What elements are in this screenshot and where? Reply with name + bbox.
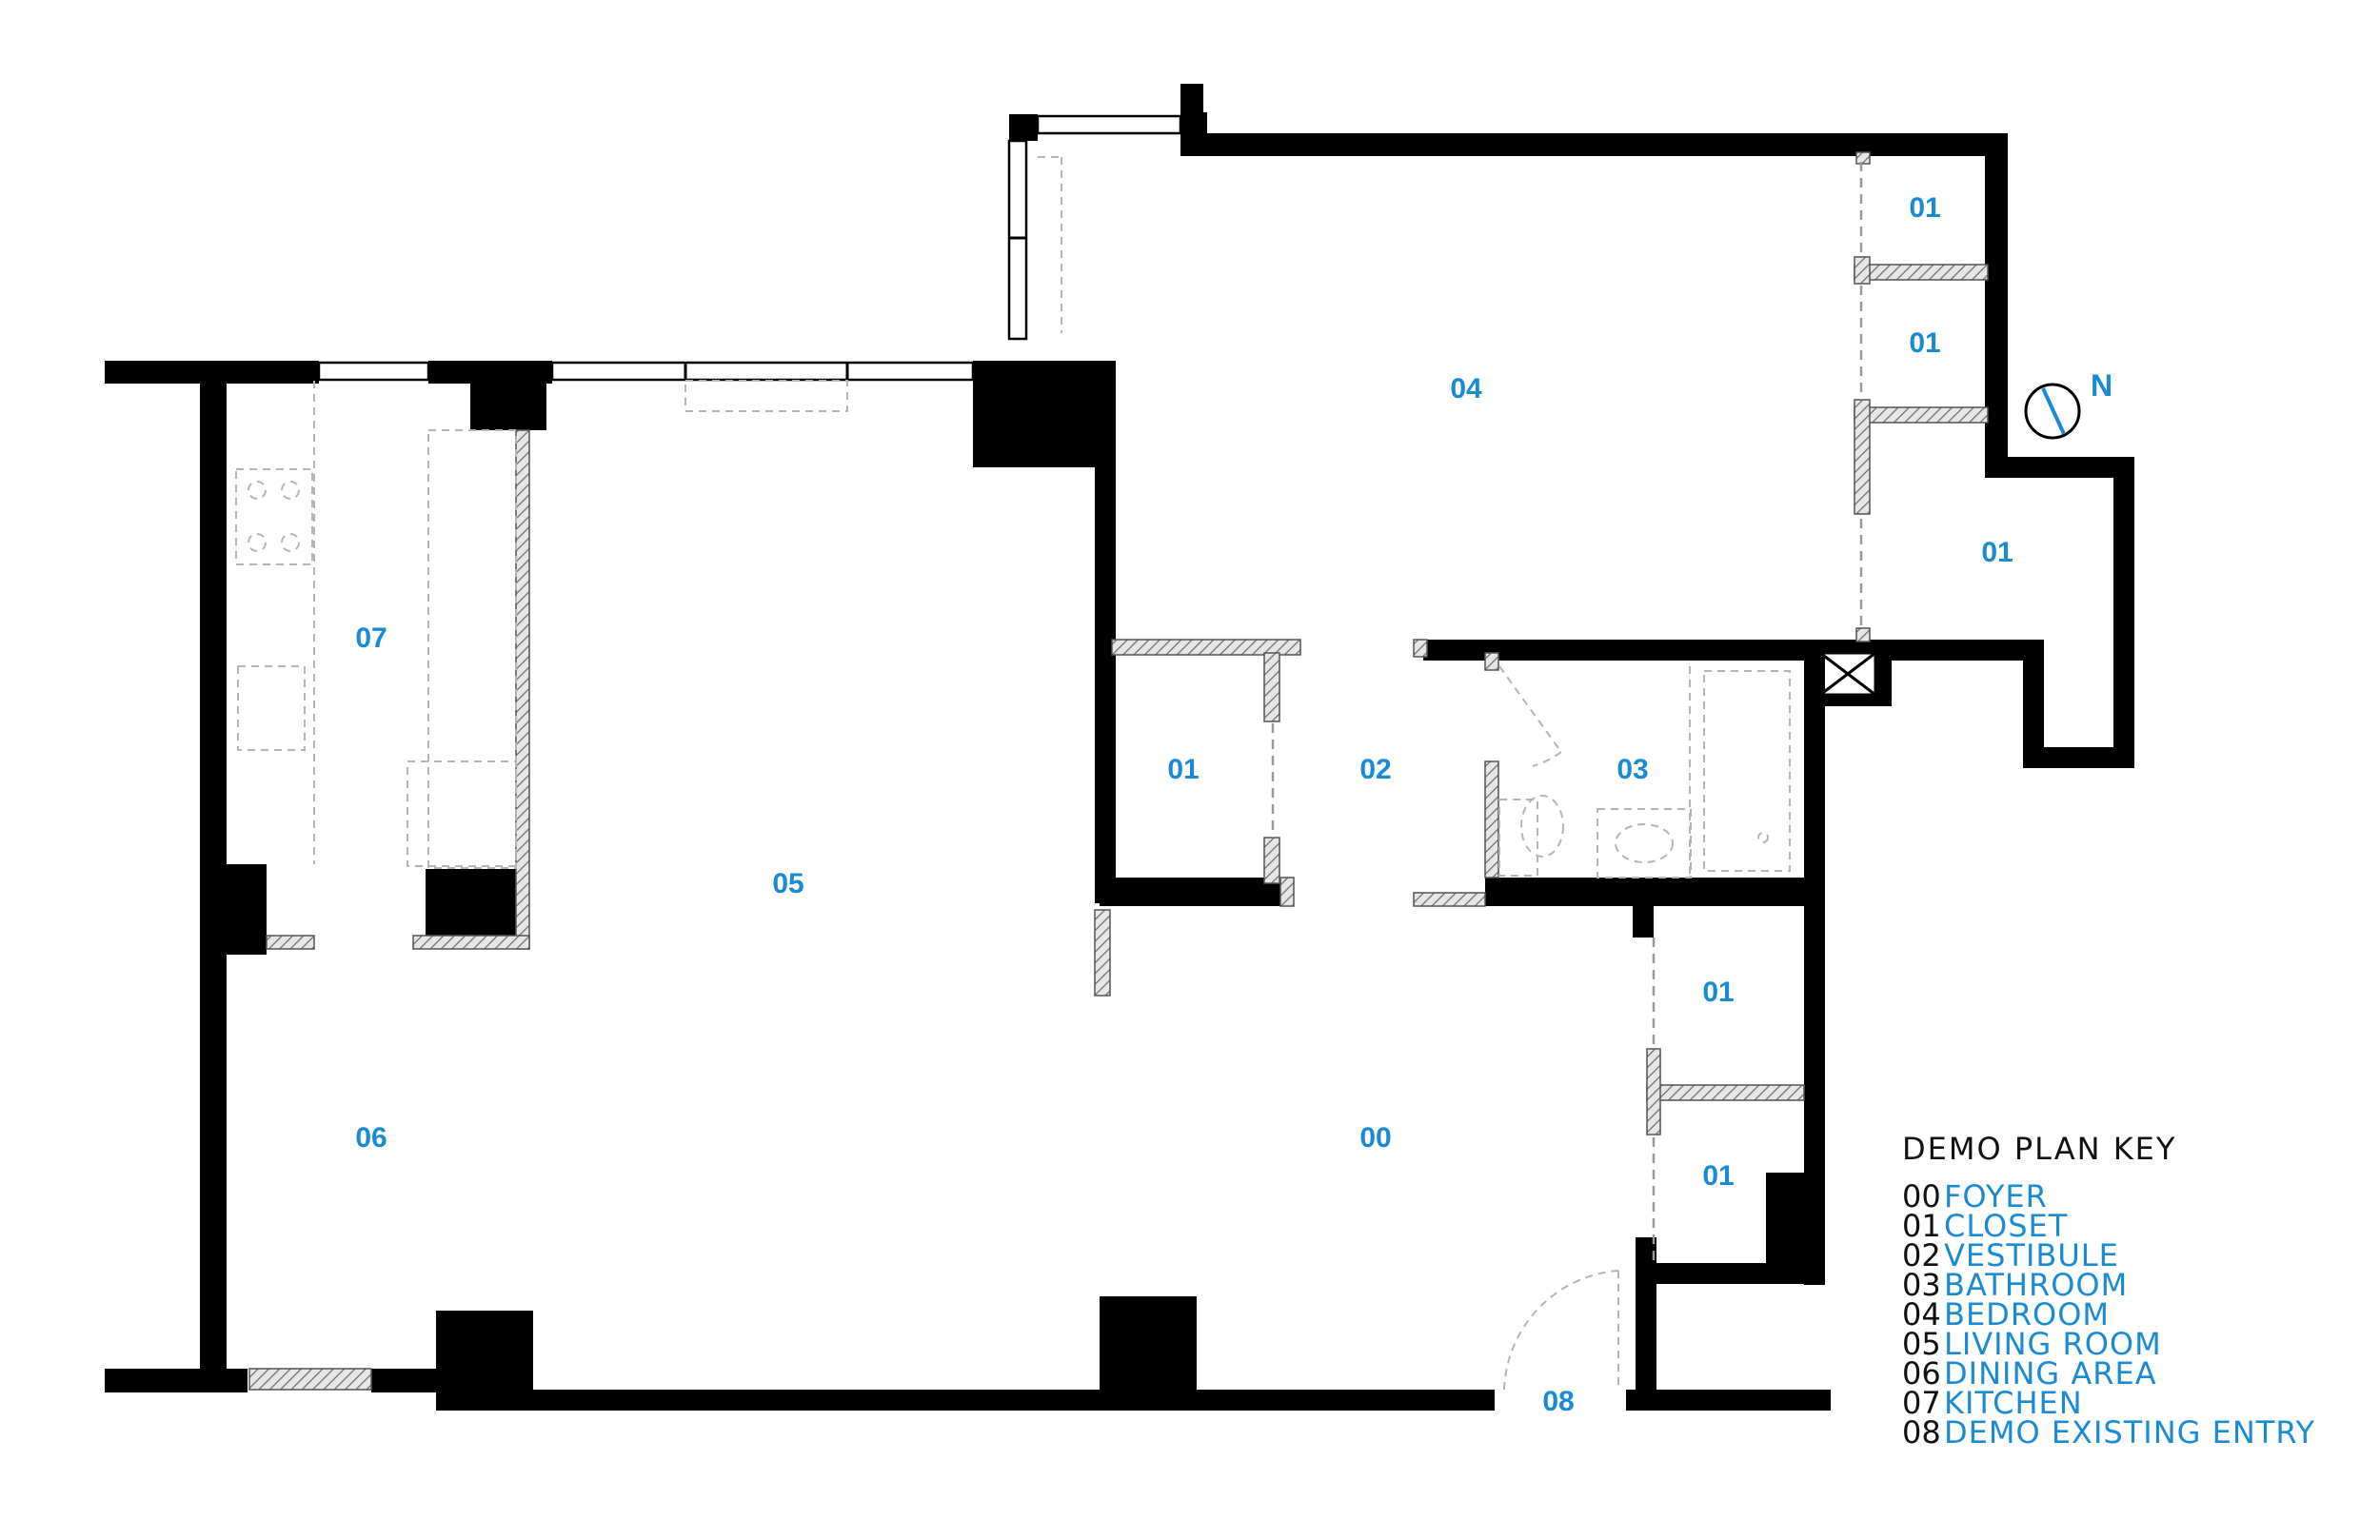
legend-item-label: BATHROOM — [1944, 1267, 2128, 1303]
legend-title: DEMO PLAN KEY — [1902, 1131, 2176, 1167]
room-label-01-entry-top: 01 — [1702, 977, 1734, 1008]
room-label-01-hall: 01 — [1167, 754, 1199, 785]
fixtures — [235, 156, 1863, 1391]
demo-walls — [248, 151, 1989, 1391]
room-label-00: 00 — [1359, 1122, 1391, 1154]
legend-item-label: DEMO EXISTING ENTRY — [1944, 1414, 2315, 1451]
legend-item-label: BEDROOM — [1944, 1296, 2110, 1333]
legend-item-number: 00 — [1902, 1178, 1941, 1214]
exterior-walls — [105, 84, 2134, 1411]
legend-item-number: 06 — [1902, 1355, 1941, 1392]
legend-item-number: 05 — [1902, 1326, 1941, 1362]
legend-item-number: 02 — [1902, 1237, 1941, 1273]
legend-item-label: VESTIBULE — [1944, 1237, 2119, 1273]
legend-item-label: CLOSET — [1944, 1208, 2068, 1244]
legend-item-label: DINING AREA — [1944, 1355, 2157, 1392]
room-label-06: 06 — [355, 1122, 387, 1154]
room-label-07: 07 — [355, 622, 387, 654]
legend-item-label: KITCHEN — [1944, 1385, 2083, 1421]
legend-item-number: 01 — [1902, 1208, 1941, 1244]
legend-item-number: 07 — [1902, 1385, 1941, 1421]
room-label-01-entry-low: 01 — [1702, 1160, 1734, 1192]
room-label-08: 08 — [1542, 1386, 1574, 1417]
north-label: N — [2091, 368, 2112, 403]
room-label-03: 03 — [1616, 754, 1648, 785]
legend-item-number: 08 — [1902, 1414, 1941, 1451]
legend-item-number: 04 — [1902, 1296, 1941, 1333]
legend-item-number: 03 — [1902, 1267, 1941, 1303]
north-arrow-icon: N — [2024, 368, 2112, 440]
room-labels: 04 01 01 01 07 01 02 03 05 01 06 00 01 0… — [355, 192, 2013, 1417]
room-label-01-bed-low: 01 — [1981, 537, 2013, 568]
room-label-01-bed-top: 01 — [1909, 192, 1940, 224]
legend-item-label: LIVING ROOM — [1944, 1326, 2162, 1362]
windows — [317, 114, 1182, 382]
room-label-04: 04 — [1450, 373, 1482, 405]
room-label-02: 02 — [1359, 754, 1391, 785]
room-label-05: 05 — [772, 868, 803, 899]
room-label-01-bed-mid: 01 — [1909, 327, 1940, 359]
legend-item-label: FOYER — [1944, 1178, 2048, 1214]
